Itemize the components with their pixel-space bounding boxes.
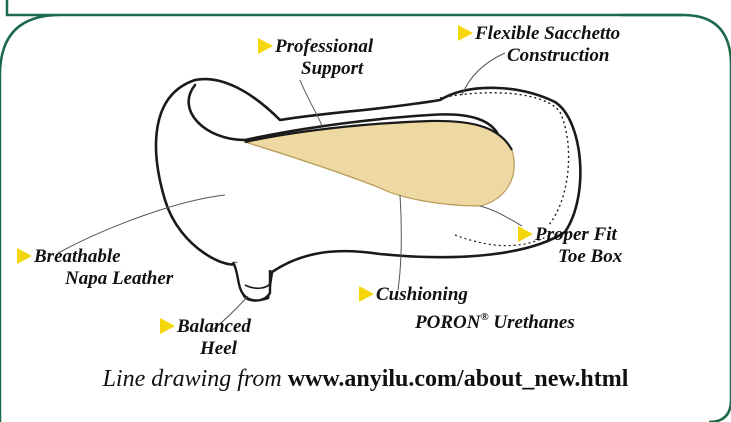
label-flexible-sacchetto: Flexible Sacchetto Construction <box>458 23 620 67</box>
caption: Line drawing from www.anyilu.com/about_n… <box>0 366 731 393</box>
yellow-arrow-icon <box>359 286 374 302</box>
label-proper-fit: Proper Fit Toe Box <box>518 224 622 268</box>
label-text: Balanced <box>177 316 251 337</box>
label-text: Professional <box>275 36 373 57</box>
label-text: Cushioning <box>376 284 468 305</box>
label-text: Napa Leather <box>17 268 173 290</box>
label-balanced-heel: Balanced Heel <box>160 316 251 360</box>
label-text: Breathable <box>34 246 121 267</box>
caption-text: Line drawing from <box>103 366 282 392</box>
yellow-arrow-icon <box>458 25 473 41</box>
label-text: Heel <box>160 338 251 360</box>
yellow-arrow-icon <box>258 38 273 54</box>
label-text: Toe Box <box>518 246 622 268</box>
label-text: PORON <box>415 312 480 333</box>
yellow-arrow-icon <box>518 226 533 242</box>
shoe-outline <box>156 79 580 300</box>
yellow-arrow-icon <box>160 318 175 334</box>
label-professional-support: Professional Support <box>258 36 373 80</box>
registered-mark: ® <box>480 311 488 323</box>
label-text: Support <box>258 58 373 80</box>
caption-url: www.anyilu.com/about_new.html <box>288 366 629 392</box>
label-text: Construction <box>458 45 620 67</box>
label-text: Proper Fit <box>535 224 617 245</box>
label-breathable: Breathable Napa Leather <box>17 246 173 290</box>
label-text: Flexible Sacchetto <box>475 23 620 44</box>
yellow-arrow-icon <box>17 248 32 264</box>
label-cushioning: Cushioning PORON® Urethanes <box>359 284 575 334</box>
label-text: Urethanes <box>489 312 575 333</box>
